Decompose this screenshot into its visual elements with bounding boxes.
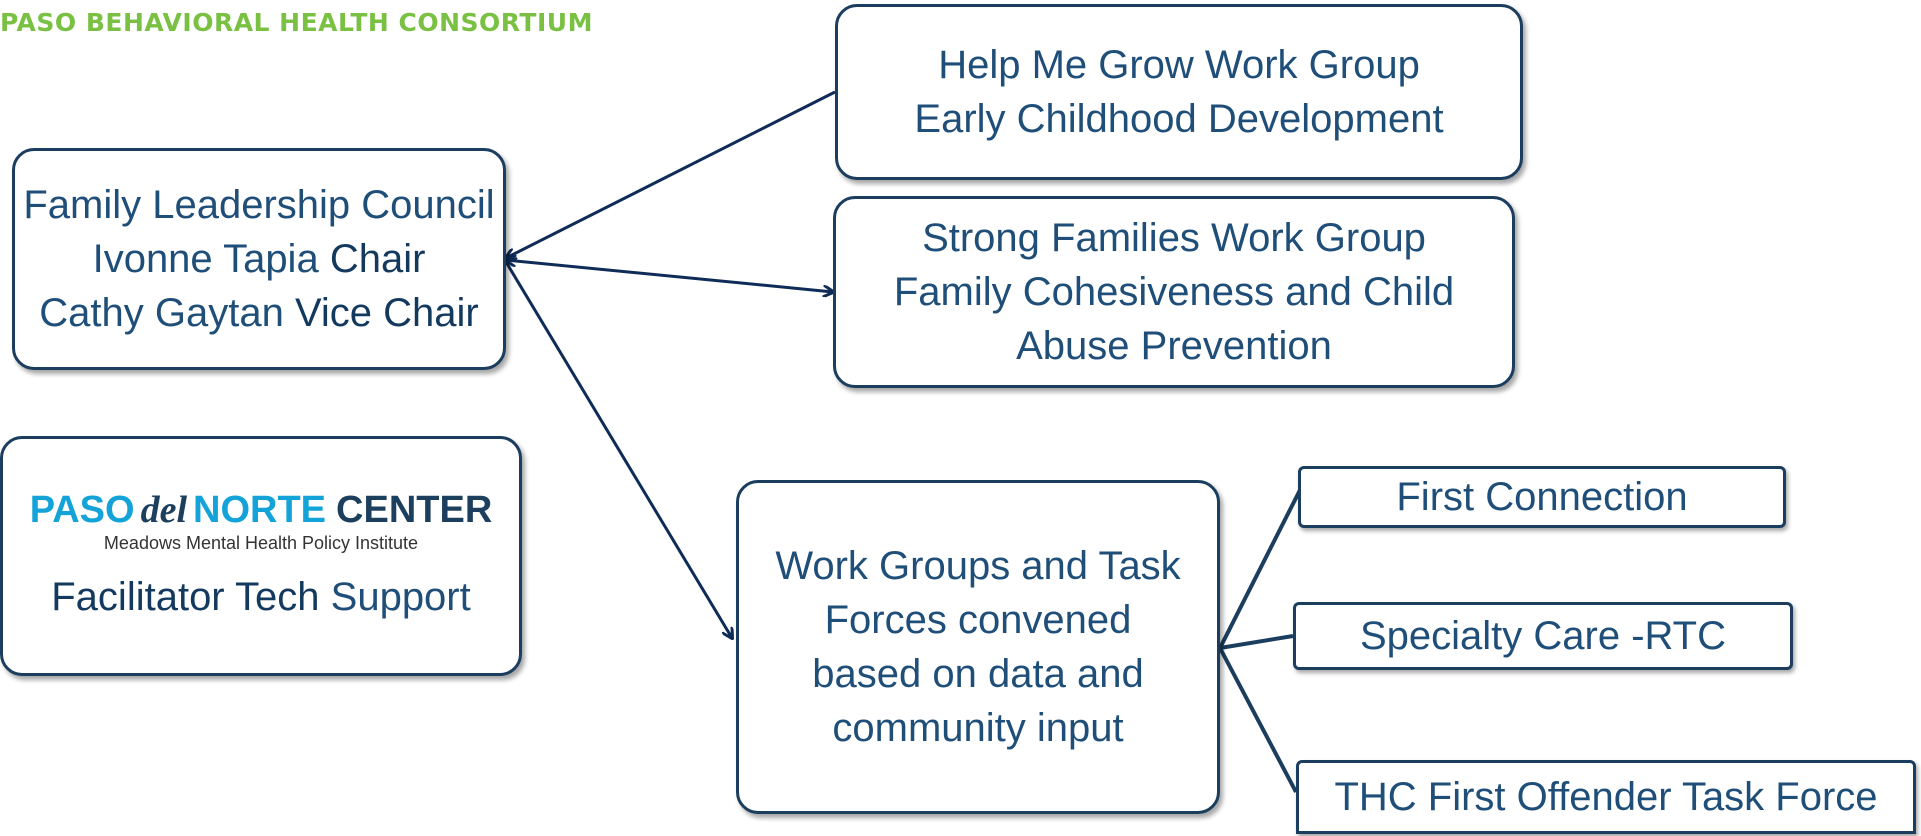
vice-chair-role: Vice Chair [294,291,479,335]
work-groups-line3: based on data and [812,652,1144,696]
facilitator-label: Facilitator Tech Support [51,570,471,624]
logo-center: CENTER [336,489,493,531]
work-groups-line2: Forces convened [824,598,1132,642]
chair-role: Chair [329,237,426,281]
first-connection-label: First Connection [1396,475,1688,519]
strong-families-title: Strong Families Work Group [922,216,1426,260]
help-me-grow-title: Help Me Grow Work Group [938,43,1420,87]
council-title: Family Leadership Council [23,183,495,227]
connector-first-connection [1218,489,1302,649]
consortium-title: PASO BEHAVIORAL HEALTH CONSORTIUM [0,8,593,37]
arrow-to-help-me-grow [506,90,836,258]
first-connection-box: First Connection [1298,466,1786,528]
help-me-grow-subtitle: Early Childhood Development [914,97,1444,141]
help-me-grow-box: Help Me Grow Work Group Early Childhood … [835,4,1523,180]
thc-task-force-box: THC First Offender Task Force [1296,760,1916,834]
logo-norte: NORTE [193,489,327,531]
facilitator-label-bold: Facilitator Tech [51,575,320,619]
chair-name: Ivonne Tapia [92,237,319,281]
vice-chair-name: Cathy Gaytan [39,291,284,335]
specialty-care-label: Specialty Care -RTC [1359,614,1727,658]
council-vice-chair: Cathy Gaytan Vice Chair [39,286,479,340]
logo-paso: PASO [29,489,135,531]
work-groups-line1: Work Groups and Task [775,544,1181,588]
arrow-to-work-groups [504,261,732,638]
strong-families-line3: Abuse Prevention [1016,324,1332,368]
strong-families-box: Strong Families Work Group Family Cohesi… [833,196,1515,388]
connector-thc [1218,647,1298,793]
logo-subtitle: Meadows Mental Health Policy Institute [103,533,419,553]
strong-families-line2: Family Cohesiveness and Child [893,270,1455,314]
specialty-care-box: Specialty Care -RTC [1293,602,1793,670]
thc-task-force-label: THC First Offender Task Force [1334,775,1878,819]
facilitator-label-rest: Support [330,575,471,619]
council-chair: Ivonne Tapia Chair [93,232,426,286]
work-groups-line4: community input [832,706,1124,750]
arrow-council-strong-families [506,260,833,292]
logo-del: del [140,489,188,531]
work-groups-box: Work Groups and Task Forces convened bas… [736,480,1220,814]
family-leadership-council-box: Family Leadership Council Ivonne Tapia C… [12,148,506,370]
connector-specialty-care [1219,634,1294,650]
